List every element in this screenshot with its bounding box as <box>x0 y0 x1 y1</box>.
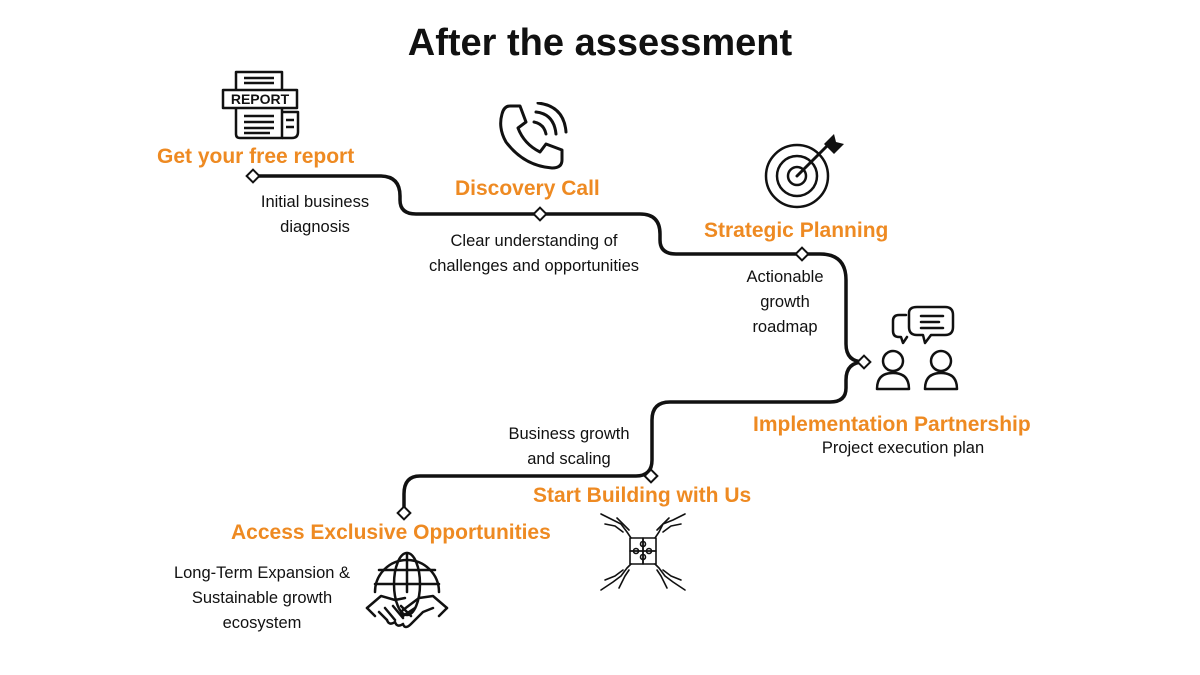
report-icon-label: REPORT <box>231 91 290 107</box>
description-line: roadmap <box>752 318 818 336</box>
step-description-free-report: Initial business diagnosis <box>215 190 415 240</box>
description-line: Long-Term Expansion & <box>173 564 351 582</box>
report-icon: REPORT <box>221 70 300 140</box>
step-description-implementation-partnership: Project execution plan <box>793 436 1013 461</box>
description-line: diagnosis <box>280 218 350 236</box>
step-description-discovery-call: Clear understanding of challenges and op… <box>404 229 664 279</box>
description-line: challenges and opportunities <box>428 257 640 275</box>
description-line: Business growth <box>508 425 630 443</box>
description-line: ecosystem <box>222 614 302 632</box>
description-line: and scaling <box>527 450 611 468</box>
description-line: Project execution plan <box>821 439 985 457</box>
description-line: growth <box>760 293 810 311</box>
step-title-free-report: Get your free report <box>157 145 355 168</box>
page-title: After the assessment <box>407 22 793 64</box>
puzzle-hands-icon <box>600 513 686 591</box>
description-line: Initial business <box>260 193 370 211</box>
step-description-strategic-planning: Actionable growth roadmap <box>725 265 845 340</box>
milestone-marker <box>794 246 810 262</box>
description-line: Actionable <box>746 268 824 286</box>
milestone-marker <box>532 206 548 222</box>
step-title-implementation-partnership: Implementation Partnership <box>753 413 1031 436</box>
step-title-strategic-planning: Strategic Planning <box>704 219 889 242</box>
description-line: Sustainable growth <box>191 589 333 607</box>
step-title-start-building: Start Building with Us <box>533 484 752 507</box>
description-line: Clear understanding of <box>450 232 618 250</box>
target-icon <box>764 134 844 209</box>
step-description-start-building: Business growth and scaling <box>484 422 654 472</box>
milestone-marker <box>856 354 872 370</box>
globe-handshake-icon <box>365 551 449 629</box>
phone-icon <box>499 102 568 170</box>
conversation-icon <box>875 305 959 391</box>
milestone-marker <box>643 468 659 484</box>
step-description-exclusive-opportunities: Long-Term Expansion & Sustainable growth… <box>152 561 372 636</box>
milestone-marker <box>245 168 261 184</box>
milestone-marker <box>396 505 412 521</box>
step-title-exclusive-opportunities: Access Exclusive Opportunities <box>231 521 551 544</box>
step-title-discovery-call: Discovery Call <box>455 177 600 200</box>
